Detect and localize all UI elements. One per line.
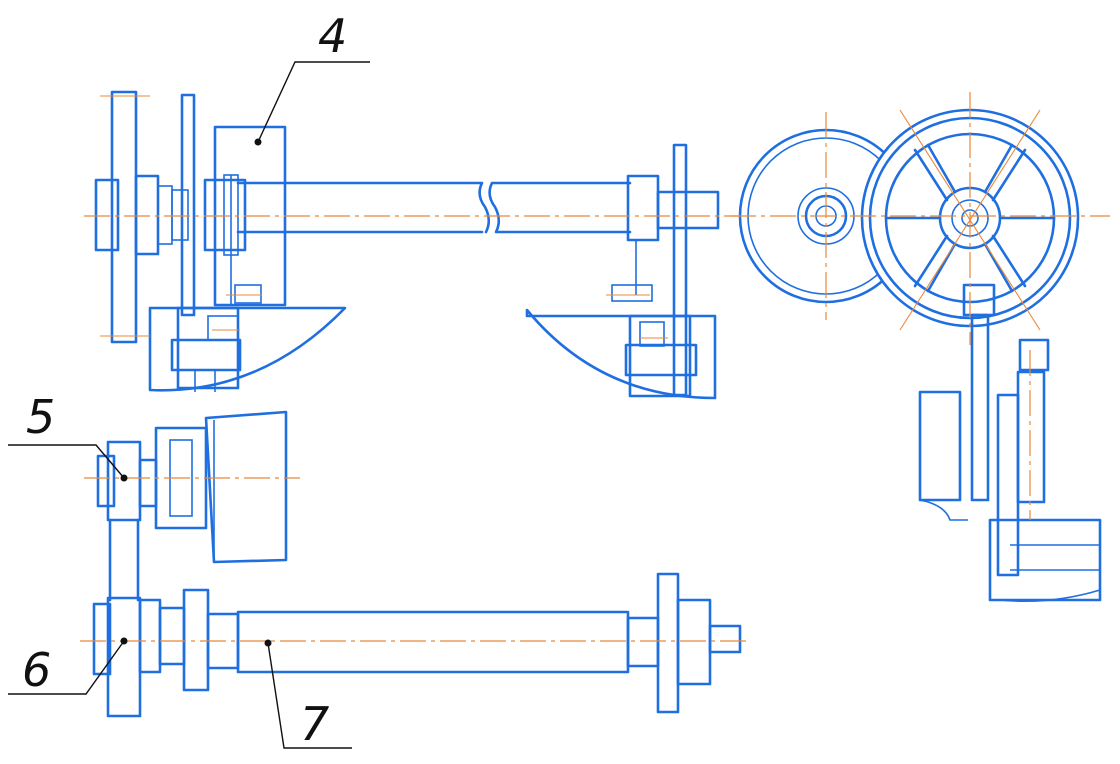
main-shaft-left xyxy=(236,181,491,234)
centerlines xyxy=(80,92,1110,642)
leader-5 xyxy=(8,444,125,479)
right-pedestal xyxy=(628,314,692,398)
right-bracket xyxy=(1016,370,1046,504)
leader-4 xyxy=(257,61,370,143)
lower-belt-drive xyxy=(92,410,742,718)
sprocket xyxy=(656,572,680,714)
bearing-collar-right xyxy=(626,174,660,242)
callout-4: 4 xyxy=(318,9,347,63)
main-shaft-right xyxy=(488,181,632,234)
motor-body xyxy=(204,410,288,564)
left-wheel-hub xyxy=(94,178,120,252)
pulley-spokes xyxy=(884,143,1056,293)
leader-6 xyxy=(8,640,125,695)
shaft-7 xyxy=(236,610,630,674)
pulley-assembly xyxy=(738,108,1102,603)
left-wheel xyxy=(110,90,138,344)
callouts: 4 5 6 7 xyxy=(8,9,370,751)
shaft-end xyxy=(656,190,720,230)
callout-5: 5 xyxy=(26,390,55,444)
left-plate xyxy=(180,93,196,317)
leader-7 xyxy=(267,642,352,749)
vertical-arm xyxy=(970,313,990,502)
left-wheel-collar xyxy=(134,174,160,256)
callout-7: 7 xyxy=(300,697,329,751)
left-pedestal-cradle xyxy=(148,306,347,392)
left-pedestal xyxy=(176,306,240,390)
upper-shaft-assembly xyxy=(94,90,720,400)
base-block xyxy=(988,518,1102,602)
right-plate xyxy=(672,143,688,397)
left-bracket xyxy=(918,390,962,502)
bearing-collar-left xyxy=(203,178,247,252)
callout-6: 6 xyxy=(22,643,51,697)
